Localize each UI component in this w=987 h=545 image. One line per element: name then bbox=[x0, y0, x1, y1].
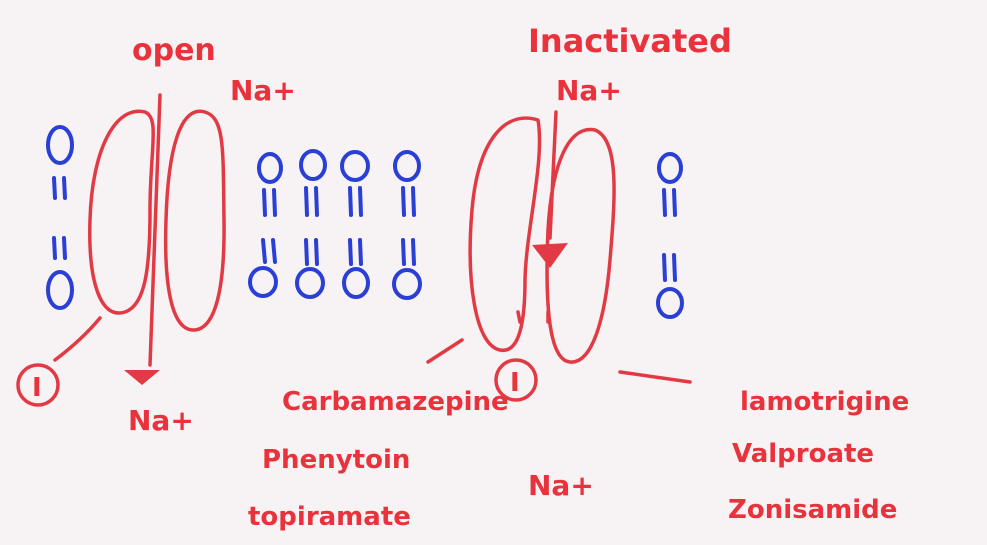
inactivated-channel: I bbox=[470, 112, 614, 400]
open-channel-left-subunit bbox=[90, 111, 153, 313]
label-na-top-right: Na+ bbox=[556, 74, 622, 107]
lipid-3 bbox=[342, 152, 368, 297]
label-open: open bbox=[132, 33, 216, 68]
lipid-middle-group bbox=[250, 151, 420, 298]
open-channel-gate-link bbox=[55, 318, 100, 360]
label-na-bottom-center: Na+ bbox=[528, 469, 594, 502]
label-na-top-left: Na+ bbox=[230, 74, 296, 107]
open-channel-arrowhead bbox=[124, 370, 160, 385]
drug-list-left: Carbamazepine Phenytoin topiramate bbox=[248, 387, 509, 532]
pointer-line-left bbox=[428, 340, 462, 362]
open-channel-right-subunit bbox=[166, 111, 224, 330]
lipid-left-single bbox=[48, 127, 72, 308]
drug-right-2: Valproate bbox=[732, 439, 874, 469]
drug-right-1: lamotrigine bbox=[740, 387, 909, 417]
label-inactivated: Inactivated bbox=[528, 22, 732, 60]
pointer-line-right bbox=[620, 372, 690, 382]
label-na-bottom-left: Na+ bbox=[128, 404, 194, 437]
drug-list-right: lamotrigine Valproate Zonisamide bbox=[728, 387, 909, 525]
inactivated-channel-gate-plug bbox=[532, 243, 568, 268]
drug-left-2: Phenytoin bbox=[262, 445, 410, 475]
drug-right-3: Zonisamide bbox=[728, 495, 897, 525]
label-gate-right: I bbox=[510, 368, 520, 398]
lipid-2 bbox=[297, 151, 325, 297]
lipid-right-single bbox=[658, 154, 682, 317]
drug-left-1: Carbamazepine bbox=[282, 387, 509, 417]
lipid-4 bbox=[394, 152, 420, 298]
lipid-1 bbox=[250, 154, 281, 296]
drug-left-3: topiramate bbox=[248, 502, 411, 532]
label-gate-left: I bbox=[32, 373, 42, 403]
inactivated-channel-left-subunit bbox=[470, 118, 539, 350]
